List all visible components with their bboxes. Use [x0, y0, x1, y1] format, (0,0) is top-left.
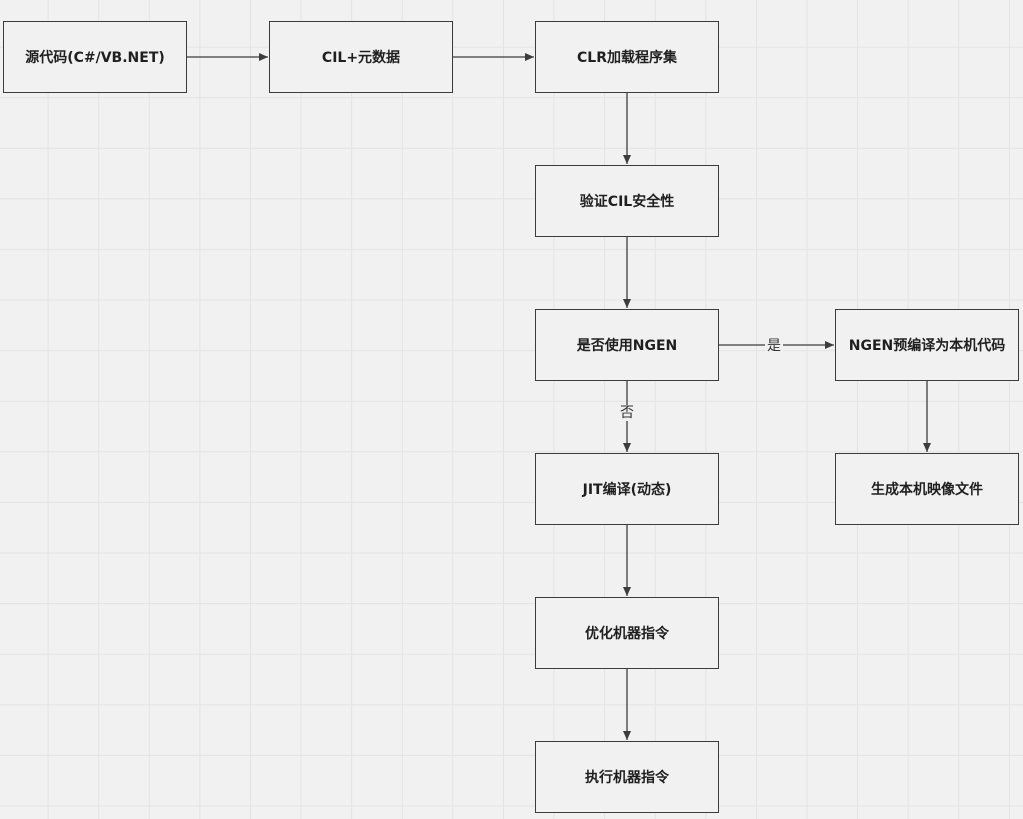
node-execute-label: 执行机器指令: [585, 770, 669, 786]
node-ngen-decision[interactable]: 是否使用NGEN: [535, 309, 719, 381]
node-cil-metadata[interactable]: CIL+元数据: [269, 21, 453, 93]
node-execute[interactable]: 执行机器指令: [535, 741, 719, 813]
node-source-code[interactable]: 源代码(C#/VB.NET): [3, 21, 187, 93]
node-verify-cil-label: 验证CIL安全性: [579, 194, 675, 210]
node-source-code-label: 源代码(C#/VB.NET): [25, 50, 165, 66]
edge-label-no: 否: [618, 405, 636, 421]
node-ngen-precompile[interactable]: NGEN预编译为本机代码: [835, 309, 1019, 381]
node-native-image[interactable]: 生成本机映像文件: [835, 453, 1019, 525]
node-jit-compile[interactable]: JIT编译(动态): [535, 453, 719, 525]
node-jit-compile-label: JIT编译(动态): [582, 482, 672, 498]
node-cil-metadata-label: CIL+元数据: [321, 50, 401, 66]
node-ngen-decision-label: 是否使用NGEN: [576, 338, 678, 354]
node-optimize-label: 优化机器指令: [585, 626, 669, 642]
node-ngen-precompile-label: NGEN预编译为本机代码: [848, 338, 1006, 354]
edge-label-yes: 是: [765, 338, 783, 354]
node-clr-load-label: CLR加载程序集: [577, 50, 677, 66]
node-optimize[interactable]: 优化机器指令: [535, 597, 719, 669]
node-verify-cil[interactable]: 验证CIL安全性: [535, 165, 719, 237]
node-native-image-label: 生成本机映像文件: [871, 482, 983, 498]
node-clr-load[interactable]: CLR加载程序集: [535, 21, 719, 93]
